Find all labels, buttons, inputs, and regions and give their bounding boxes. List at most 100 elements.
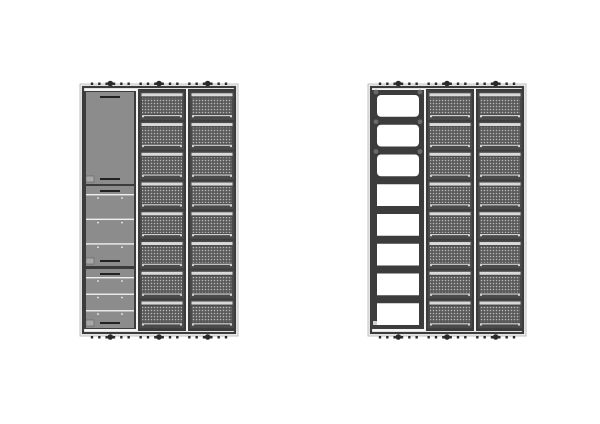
module-bottom-strip — [430, 114, 470, 117]
mounting-bracket-icon — [417, 119, 423, 125]
module-mesh — [430, 97, 470, 114]
module-bottom-strip — [192, 174, 232, 176]
panel-handle — [100, 273, 120, 275]
open-slot — [377, 124, 419, 147]
module-bottom-strip — [192, 114, 232, 117]
cable-gland-icon — [490, 336, 494, 339]
panel-screw — [97, 296, 99, 299]
cable-gland-icon — [393, 82, 396, 85]
cable-gland-icon — [498, 82, 501, 85]
module-top-strip — [429, 242, 471, 246]
cable-gland-icon — [378, 336, 382, 339]
cable-gland-icon — [427, 82, 430, 85]
module-bottom-strip — [430, 233, 470, 236]
cable-gland-icon — [434, 336, 438, 339]
module-top-strip — [191, 182, 233, 186]
cable-gland-icon — [400, 336, 404, 339]
cable-gland-icon — [456, 82, 460, 85]
cable-gland-icon — [204, 80, 211, 87]
cable-gland-icon — [476, 82, 479, 85]
module-top-strip — [141, 271, 183, 275]
module-top-strip — [429, 271, 471, 275]
gray-panel — [86, 92, 134, 184]
module-bottom-strip — [192, 263, 232, 265]
cable-gland-icon — [161, 336, 164, 339]
module-mesh — [480, 246, 520, 263]
module-top-strip — [141, 123, 183, 127]
panel-screw — [97, 313, 99, 315]
gray-panel — [86, 186, 134, 266]
module-mesh — [192, 246, 232, 263]
panel-rail — [86, 277, 134, 279]
cable-gland-icon — [98, 336, 101, 339]
cable-gland-icon — [427, 336, 430, 339]
slot-divider — [372, 149, 424, 153]
module-mesh — [192, 276, 232, 293]
mounting-bracket-icon — [85, 175, 95, 183]
open-slot — [377, 154, 419, 177]
panel-screw — [121, 246, 123, 249]
cable-gland-icon — [400, 82, 404, 85]
cable-gland-icon — [107, 80, 114, 87]
module-mesh — [430, 246, 470, 263]
cable-gland-icon — [156, 334, 162, 340]
panel-rail — [86, 310, 134, 312]
cable-gland-icon — [107, 334, 114, 340]
cable-gland-icon — [154, 336, 157, 339]
module-top-strip — [429, 152, 471, 156]
cable-gland-icon — [492, 80, 499, 87]
panel-screw — [121, 280, 123, 282]
module-mesh — [430, 276, 470, 293]
cable-gland-icon — [127, 336, 130, 339]
module-bottom-strip — [430, 144, 470, 146]
open-slot — [377, 243, 419, 266]
cable-gland-icon — [146, 82, 150, 85]
cable-gland-icon — [408, 82, 411, 85]
panel-screw — [121, 313, 123, 315]
corner-tab — [373, 321, 377, 325]
panel-handle — [100, 178, 120, 180]
mounting-bracket-icon — [417, 89, 423, 95]
cable-gland-icon — [224, 82, 228, 85]
panel-screw — [97, 246, 99, 249]
open-slot — [377, 273, 419, 296]
module-bottom-strip — [142, 233, 182, 236]
module-top-strip — [479, 301, 521, 305]
cable-gland-icon — [112, 82, 116, 85]
panel-screw — [121, 197, 123, 199]
module-mesh — [430, 187, 470, 204]
mounting-bracket-icon — [373, 119, 379, 125]
module-top-strip — [429, 301, 471, 305]
module-bottom-strip — [142, 204, 182, 206]
module-top-strip — [429, 212, 471, 216]
module-mesh — [192, 127, 232, 144]
module-bottom-strip — [192, 233, 232, 236]
slot-divider — [372, 90, 424, 93]
cable-gland-icon — [490, 82, 494, 85]
cable-gland-icon — [204, 334, 211, 340]
cable-gland-icon — [176, 82, 179, 85]
module-bottom-strip — [192, 204, 232, 206]
cable-gland-icon — [464, 82, 467, 85]
module-bottom-strip — [430, 293, 470, 295]
module-top-strip — [141, 212, 183, 216]
module-bottom-strip — [430, 174, 470, 176]
module-top-strip — [479, 242, 521, 246]
module-bottom-strip — [192, 323, 232, 325]
cable-gland-icon — [139, 82, 142, 85]
module-mesh — [142, 157, 182, 174]
cable-gland-icon — [161, 82, 164, 85]
module-mesh — [192, 216, 232, 233]
module-bottom-strip — [480, 114, 520, 117]
mounting-bracket-icon — [85, 319, 95, 327]
cable-gland-icon — [408, 336, 411, 339]
cable-gland-icon — [444, 334, 450, 340]
slot-divider — [372, 268, 424, 272]
open-slot — [377, 184, 419, 206]
cable-gland-icon — [505, 82, 508, 85]
cable-gland-icon — [195, 336, 198, 339]
cable-gland-icon — [210, 82, 213, 85]
cable-gland-icon — [168, 336, 172, 339]
module-mesh — [142, 306, 182, 323]
panel-rail — [86, 293, 134, 295]
